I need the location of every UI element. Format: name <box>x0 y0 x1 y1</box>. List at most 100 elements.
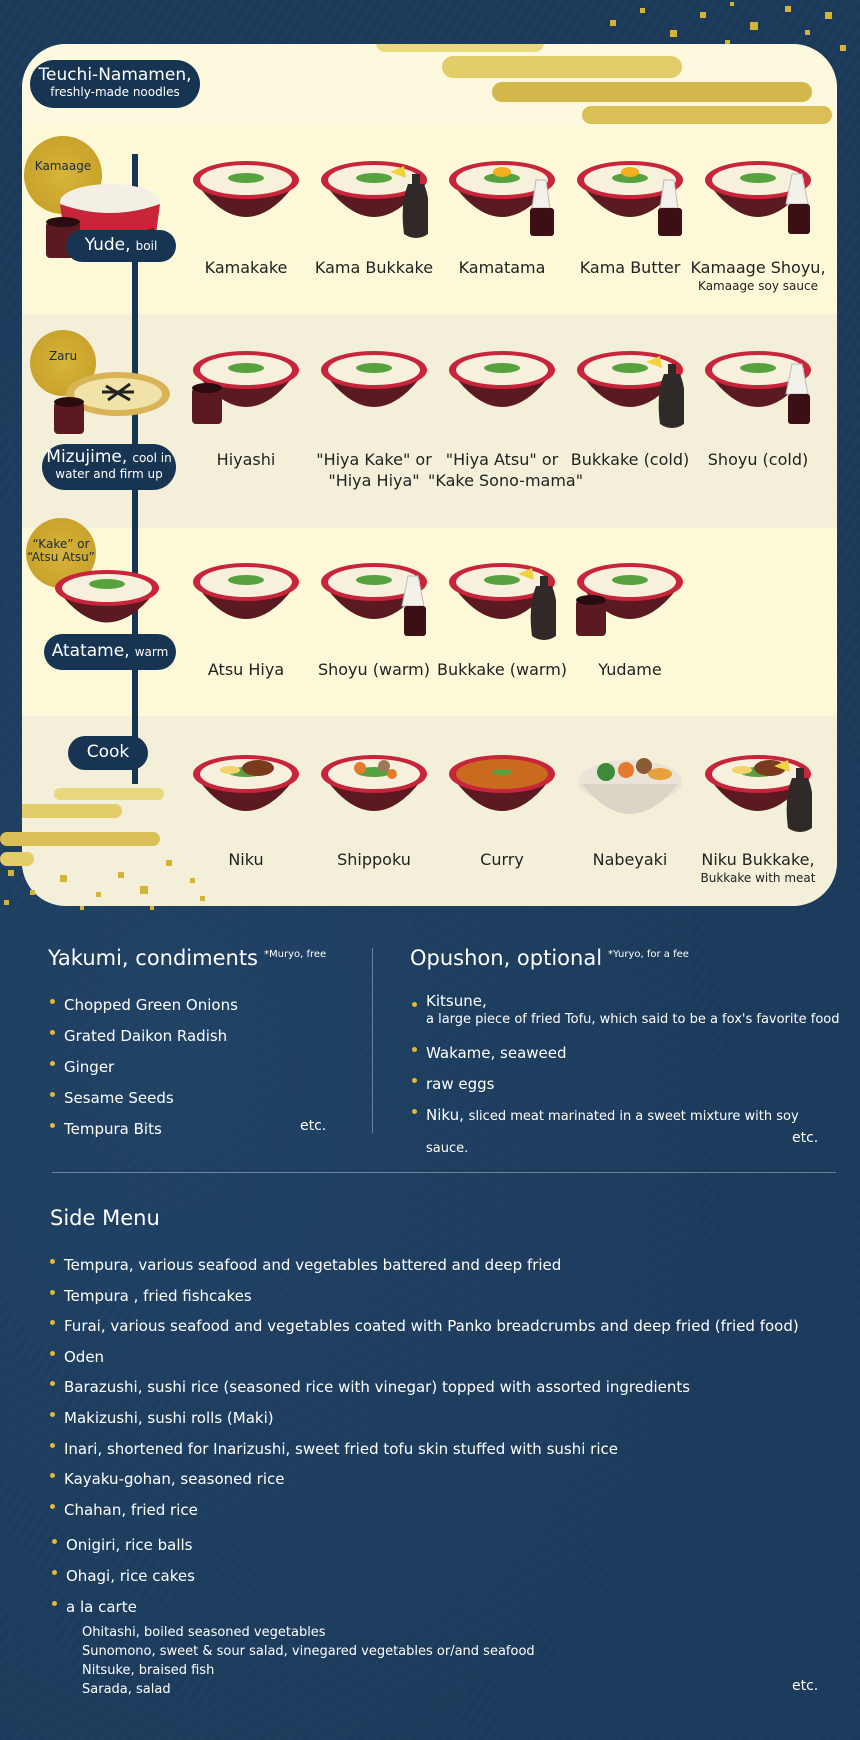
section-divider-vertical <box>372 948 373 1133</box>
cloud-decoration <box>0 832 160 846</box>
list-item: Ginger <box>48 1052 338 1083</box>
dish-name: "Hiya Atsu" or <box>445 450 559 469</box>
dish-name: Kamaage Shoyu, <box>690 258 826 277</box>
dish-name: Niku <box>228 850 264 869</box>
dish-name: Shippoku <box>337 850 411 869</box>
opushon-title-text: Opushon, optional <box>410 946 603 970</box>
row-cook <box>22 716 837 906</box>
alacarte-item: Sunomono, sweet & sour salad, vinegared … <box>82 1644 535 1659</box>
yude-pill: Yude, boil <box>66 230 176 262</box>
dish-label: Bukkake (cold) <box>556 450 704 471</box>
yude-title: Yude, <box>84 235 131 255</box>
bowl-atatame-0 <box>192 556 300 644</box>
yakumi-note: *Muryo, free <box>264 949 327 960</box>
cloud-decoration <box>54 788 164 800</box>
side-menu-list-2: Onigiri, rice balls Ohagi, rice cakes a … <box>50 1530 850 1699</box>
niku-name: Niku, <box>426 1106 464 1124</box>
dish-label: Atsu Hiya <box>172 660 320 681</box>
kitsune-desc: a large piece of fried Tofu, which said … <box>426 1012 840 1027</box>
bowl-cook-0 <box>192 748 300 836</box>
atatame-title: Atatame, <box>51 641 130 661</box>
dish-name: Hiyashi <box>216 450 276 469</box>
list-item: Chopped Green Onions <box>48 990 338 1021</box>
bowl-yude-3 <box>576 154 684 242</box>
bowl-cook-1 <box>320 748 428 836</box>
cook-pill: Cook <box>68 736 148 770</box>
yakumi-title: Yakumi, condiments *Muryo, free <box>48 946 326 970</box>
udon-process-card: Teuchi-Namamen, freshly-made noodles Kam… <box>22 44 837 906</box>
list-item: Kitsune, a large piece of fried Tofu, wh… <box>410 993 840 1028</box>
bowl-cook-2 <box>448 748 556 836</box>
list-item: a la carte Ohitashi, boiled seasoned veg… <box>50 1592 850 1699</box>
dish-label: Shippoku <box>300 850 448 871</box>
list-item: raw eggs <box>410 1069 840 1100</box>
opushon-title: Opushon, optional *Yuryo, for a fee <box>410 946 689 970</box>
zaru-label: Zaru <box>48 349 78 363</box>
row-atatame <box>22 528 837 716</box>
list-item: Furai, various seafood and vegetables co… <box>48 1311 848 1342</box>
confetti-decoration-bottom <box>4 860 205 910</box>
dish-name: Bukkake (warm) <box>436 660 568 679</box>
cook-title: Cook <box>86 742 130 762</box>
list-item: Tempura, various seafood and vegetables … <box>48 1250 848 1281</box>
side-menu-title: Side Menu <box>50 1206 160 1230</box>
niku-desc: sliced meat marinated in a sweet mixture… <box>426 1109 799 1156</box>
list-item: Onigiri, rice balls <box>50 1530 850 1561</box>
dish-label: Kamatama <box>428 258 576 279</box>
mizujime-note2: water and firm up <box>55 466 163 481</box>
kake-label-2: “Atsu Atsu” <box>27 550 95 564</box>
dish-label: "Hiya Kake" or"Hiya Hiya" <box>300 450 448 492</box>
bowl-atatame-1 <box>320 556 428 644</box>
cloud-decoration <box>0 852 34 866</box>
dish-subtitle: Kamaage soy sauce <box>698 278 818 293</box>
yakumi-list: Chopped Green Onions Grated Daikon Radis… <box>48 990 338 1145</box>
cloud-decoration <box>22 804 122 818</box>
alacarte-item: Sarada, salad <box>82 1682 171 1697</box>
cloud-decoration <box>582 106 832 124</box>
kamaage-label: Kamaage <box>34 159 92 173</box>
bowl-yude-4 <box>704 154 812 242</box>
row-mizujime <box>22 314 837 528</box>
bowl-mizujime-2 <box>448 344 556 432</box>
list-item: Makizushi, sushi rolls (Maki) <box>48 1403 848 1434</box>
dish-name: Curry <box>480 850 524 869</box>
list-item: Chahan, fried rice <box>48 1495 848 1526</box>
bowl-atatame-3 <box>576 556 684 644</box>
opushon-note: *Yuryo, for a fee <box>608 949 689 960</box>
dish-name: Yudame <box>598 660 662 679</box>
opushon-etc: etc. <box>792 1130 819 1146</box>
dish-label: Nabeyaki <box>556 850 704 871</box>
dish-label: Kamakake <box>172 258 320 279</box>
alacarte-item: Ohitashi, boiled seasoned vegetables <box>82 1625 326 1640</box>
list-item: Kayaku-gohan, seasoned rice <box>48 1464 848 1495</box>
atatame-pill: Atatame, warm <box>44 634 176 670</box>
list-item: Wakame, seaweed <box>410 1038 840 1069</box>
bowl-mizujime-3 <box>576 344 686 432</box>
dish-name: Atsu Hiya <box>207 660 285 679</box>
zaru-basket-icon <box>54 372 170 434</box>
dish-name: Niku Bukkake, <box>701 850 815 869</box>
dish-name-line2: "Kake Sono-mama" <box>428 470 584 490</box>
dish-label: Shoyu (warm) <box>300 660 448 681</box>
start-pill: Teuchi-Namamen, freshly-made noodles <box>30 60 200 108</box>
cloud-decoration <box>442 56 682 78</box>
opushon-list: Kitsune, a large piece of fried Tofu, wh… <box>410 993 840 1164</box>
dish-label: Kamaage Shoyu,Kamaage soy sauce <box>684 258 832 293</box>
dish-label: Hiyashi <box>172 450 320 471</box>
dish-label: Kama Bukkake <box>300 258 448 279</box>
dish-name: Shoyu (warm) <box>317 660 431 679</box>
dish-label: Kama Butter <box>556 258 704 279</box>
bowl-cook-4 <box>704 748 814 836</box>
atatame-note: warm <box>134 645 169 659</box>
alacarte-item: Nitsuke, braised fish <box>82 1663 215 1678</box>
bowl-mizujime-4 <box>704 344 812 432</box>
dish-label: Niku Bukkake,Bukkake with meat <box>684 850 832 885</box>
dish-name: Shoyu (cold) <box>707 450 809 469</box>
kake-label-1: “Kake” or <box>32 537 90 551</box>
kake-bowl-icon <box>55 570 159 623</box>
list-item: Niku, sliced meat marinated in a sweet m… <box>410 1100 840 1164</box>
bowl-mizujime-1 <box>320 344 428 432</box>
yakumi-title-text: Yakumi, condiments <box>48 946 258 970</box>
dish-label: Curry <box>428 850 576 871</box>
side-menu-etc: etc. <box>792 1678 819 1694</box>
